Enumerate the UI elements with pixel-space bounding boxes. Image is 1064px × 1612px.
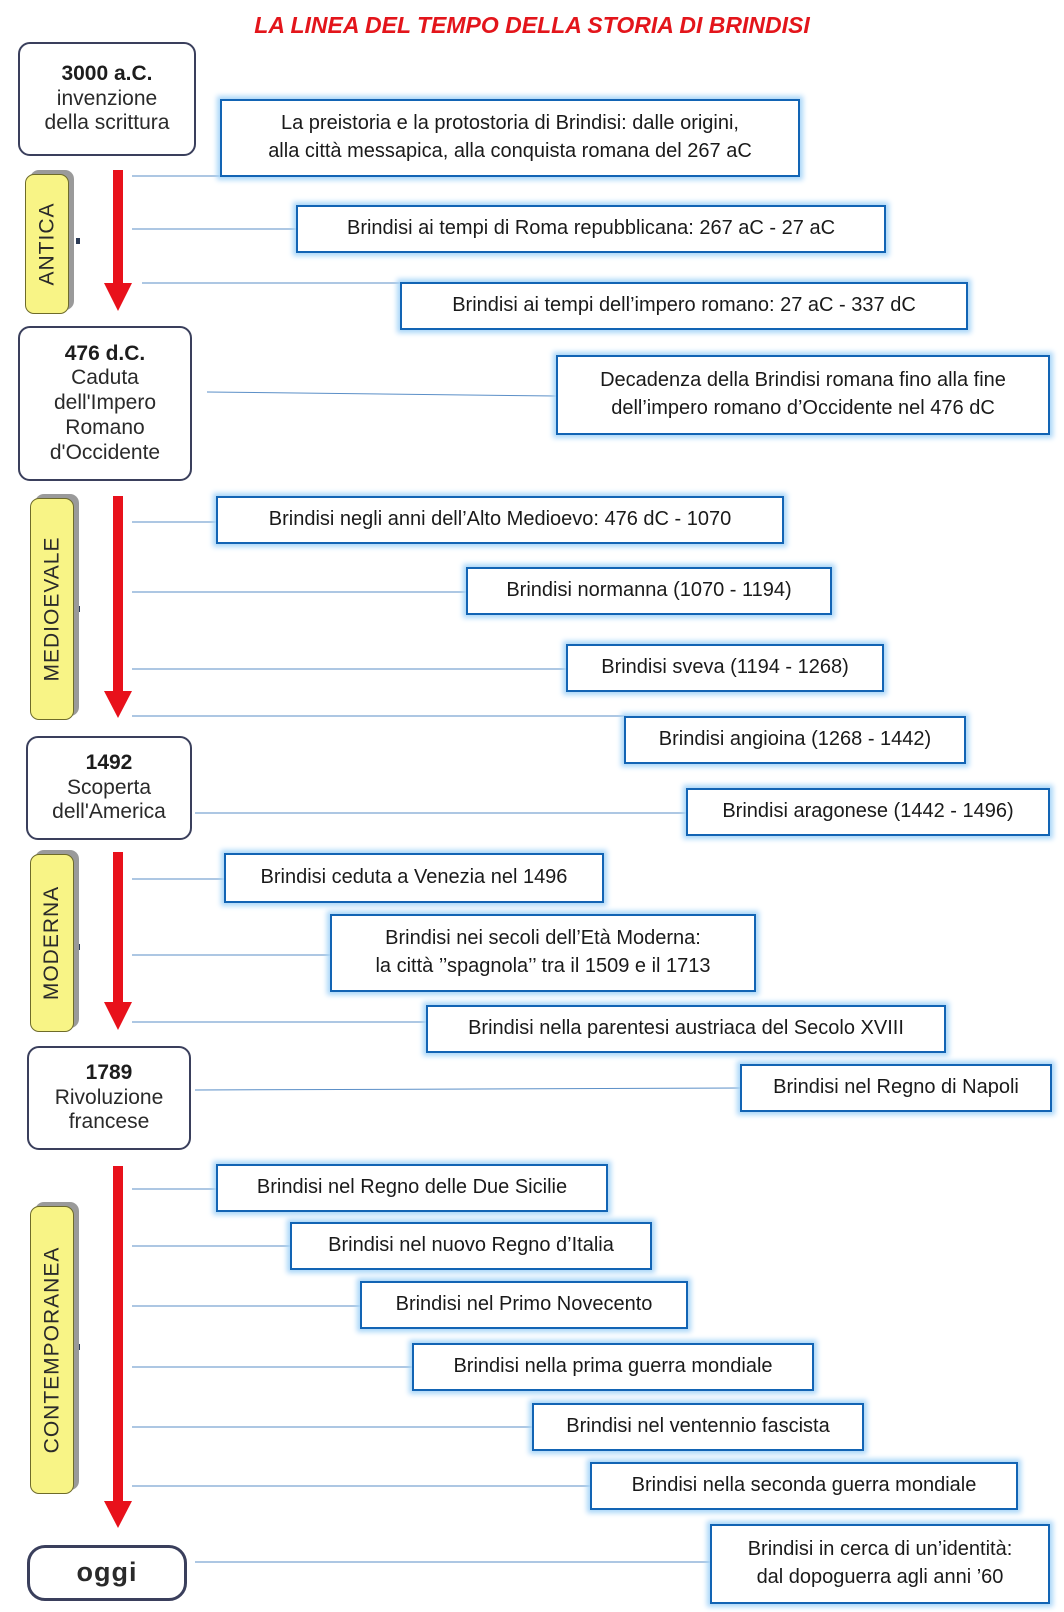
milestone-476-dc: 476 d.C. Caduta dell'Impero Romano d'Occ… — [18, 326, 192, 481]
milestone-year: 3000 a.C. — [61, 61, 153, 85]
arrow-down-icon — [104, 496, 132, 718]
milestone-year: oggi — [76, 1557, 138, 1588]
tick-mark — [76, 606, 80, 612]
era-antica: ANTICA — [25, 174, 69, 314]
page-title: LA LINEA DEL TEMPO DELLA STORIA DI BRIND… — [254, 12, 810, 38]
milestone-oggi: oggi — [27, 1545, 187, 1601]
milestone-desc: invenzione della scrittura — [44, 86, 170, 135]
event-box: Brindisi aragonese (1442 - 1496) — [686, 788, 1050, 836]
event-box: Brindisi negli anni dell’Alto Medioevo: … — [216, 496, 784, 544]
milestone-1492: 1492 Scoperta dell'America — [26, 736, 192, 840]
milestone-year: 1789 — [85, 1060, 133, 1084]
event-box: Brindisi nella parentesi austriaca del S… — [426, 1005, 946, 1053]
milestone-year: 1492 — [85, 750, 133, 774]
milestone-desc: Scoperta dell'America — [52, 775, 166, 824]
event-box: Brindisi ai tempi dell’impero romano: 27… — [400, 282, 968, 330]
event-box: Brindisi nel Regno delle Due Sicilie — [216, 1164, 608, 1212]
era-medioevale: MEDIOEVALE — [30, 498, 74, 720]
tick-mark — [76, 1344, 80, 1350]
connector-line — [194, 1087, 743, 1091]
era-label: MODERNA — [40, 885, 63, 1001]
event-box: Decadenza della Brindisi romana fino all… — [556, 355, 1050, 435]
era-label: MEDIOEVALE — [40, 536, 64, 682]
event-box: Brindisi ai tempi di Roma repubblicana: … — [296, 205, 886, 253]
arrow-down-icon — [104, 852, 132, 1030]
arrow-down-icon — [104, 170, 132, 311]
era-label: CONTEMPORANEA — [40, 1246, 63, 1454]
event-box: Brindisi nel nuovo Regno d’Italia — [290, 1222, 652, 1270]
tick-mark — [76, 238, 80, 244]
era-contemporanea: CONTEMPORANEA — [30, 1206, 74, 1494]
tick-mark — [76, 944, 80, 950]
event-box: Brindisi nel Regno di Napoli — [740, 1064, 1052, 1112]
event-box: Brindisi nel ventennio fascista — [532, 1403, 864, 1451]
event-box: Brindisi nei secoli dell’Età Moderna: la… — [330, 914, 756, 992]
event-box: Brindisi sveva (1194 - 1268) — [566, 644, 884, 692]
milestone-year: 476 d.C. — [64, 341, 146, 365]
event-box: Brindisi in cerca di un’identità: dal do… — [710, 1524, 1050, 1604]
event-box: Brindisi nella seconda guerra mondiale — [590, 1462, 1018, 1510]
event-box: Brindisi nella prima guerra mondiale — [412, 1343, 814, 1391]
arrow-down-icon — [104, 1166, 132, 1528]
event-box: Brindisi nel Primo Novecento — [360, 1281, 688, 1329]
era-moderna: MODERNA — [30, 854, 74, 1032]
milestone-3000-ac: 3000 a.C. invenzione della scrittura — [18, 42, 196, 156]
milestone-desc: Caduta dell'Impero Romano d'Occidente — [49, 366, 161, 464]
milestone-1789: 1789 Rivoluzione francese — [27, 1046, 191, 1150]
event-box: Brindisi angioina (1268 - 1442) — [624, 716, 966, 764]
era-label: ANTICA — [35, 202, 59, 286]
event-box: Brindisi normanna (1070 - 1194) — [466, 567, 832, 615]
event-box: La preistoria e la protostoria di Brindi… — [220, 99, 800, 177]
event-box: Brindisi ceduta a Venezia nel 1496 — [224, 853, 604, 903]
milestone-desc: Rivoluzione francese — [54, 1085, 164, 1134]
connector-line — [206, 391, 557, 397]
